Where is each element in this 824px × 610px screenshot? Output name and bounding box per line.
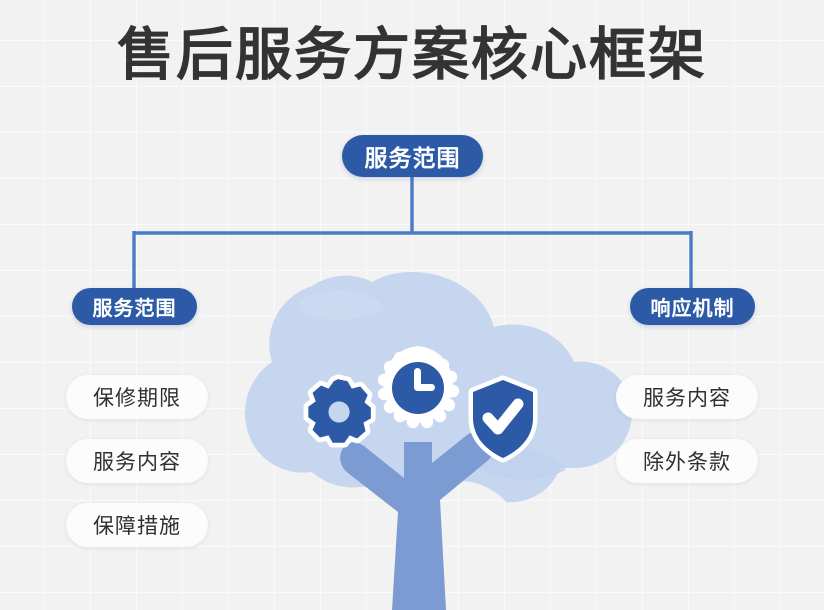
- leaf-item[interactable]: 除外条款: [616, 439, 758, 483]
- leaf-item[interactable]: 保修期限: [66, 375, 208, 419]
- leaf-item[interactable]: 保障措施: [66, 503, 208, 547]
- gear-icon: [303, 374, 376, 448]
- tree-foliage: [244, 272, 632, 503]
- node-branch-right[interactable]: 响应机制: [630, 288, 755, 325]
- clock-icon: [377, 346, 460, 429]
- shield-check-icon: [468, 375, 538, 463]
- leaf-item[interactable]: 服务内容: [616, 375, 758, 419]
- page-title: 售后服务方案核心框架: [117, 23, 707, 87]
- leaf-list-right: 服务内容 除外条款: [616, 375, 758, 483]
- node-branch-left[interactable]: 服务范围: [72, 288, 197, 325]
- leaf-list-left: 保修期限 服务内容 保障措施: [66, 375, 208, 547]
- leaf-item[interactable]: 服务内容: [66, 439, 208, 483]
- node-root[interactable]: 服务范围: [342, 135, 483, 177]
- tree-trunk: [340, 431, 494, 610]
- clock-cog-rim: [377, 346, 460, 429]
